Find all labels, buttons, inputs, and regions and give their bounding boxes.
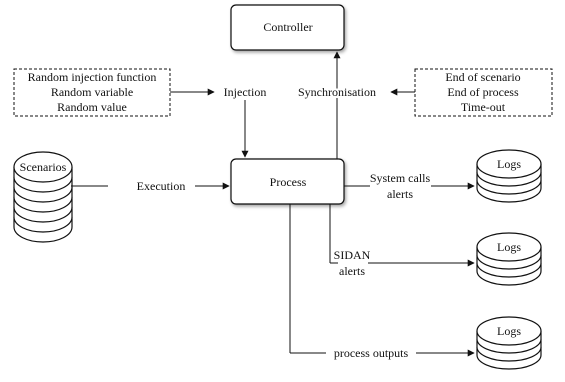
logs-database-2: Logs: [476, 232, 542, 286]
execution-label: Execution: [137, 179, 186, 193]
sync-source-item: End of scenario: [445, 70, 520, 84]
injection-source-item: Random value: [57, 100, 127, 114]
database-label: Logs: [497, 157, 521, 171]
scenarios-database: Scenarios: [13, 151, 73, 243]
process-outputs-label: process outputs: [334, 346, 409, 360]
process-node: Process: [230, 158, 345, 205]
sync-source-item: Time-out: [461, 100, 506, 114]
sync-source-item: End of process: [447, 85, 519, 99]
logs-database-1: Logs: [476, 149, 542, 203]
synchronisation-edge: Synchronisation: [296, 51, 415, 159]
injection-edge: Injection: [170, 85, 267, 158]
process-outputs-edge: process outputs: [289, 204, 475, 360]
database-top: [476, 316, 542, 346]
process-label: Process: [270, 175, 307, 189]
controller-node: Controller: [230, 4, 345, 51]
database-top: [476, 232, 542, 262]
database-top: [13, 151, 73, 183]
system-calls-label: alerts: [387, 187, 413, 201]
sidan-label: alerts: [339, 264, 365, 278]
system-calls-edge: System calls alerts: [344, 171, 475, 201]
execution-edge: Execution: [71, 179, 230, 193]
injection-source-item: Random variable: [51, 85, 133, 99]
database-label: Logs: [497, 240, 521, 254]
injection-source-item: Random injection function: [28, 70, 157, 84]
database-top: [476, 149, 542, 179]
synchronisation-label: Synchronisation: [298, 85, 376, 99]
sidan-label: SIDAN: [334, 248, 371, 262]
database-label: Logs: [497, 324, 521, 338]
injection-label: Injection: [224, 85, 267, 99]
database-label: Scenarios: [20, 160, 67, 174]
injection-sources-box: Random injection function Random variabl…: [13, 68, 171, 117]
system-calls-label: System calls: [370, 171, 431, 185]
sync-sources-box: End of scenario End of process Time-out: [414, 68, 553, 117]
controller-label: Controller: [263, 20, 312, 34]
sidan-edge: SIDAN alerts: [329, 204, 475, 278]
logs-database-3: Logs: [476, 316, 542, 370]
